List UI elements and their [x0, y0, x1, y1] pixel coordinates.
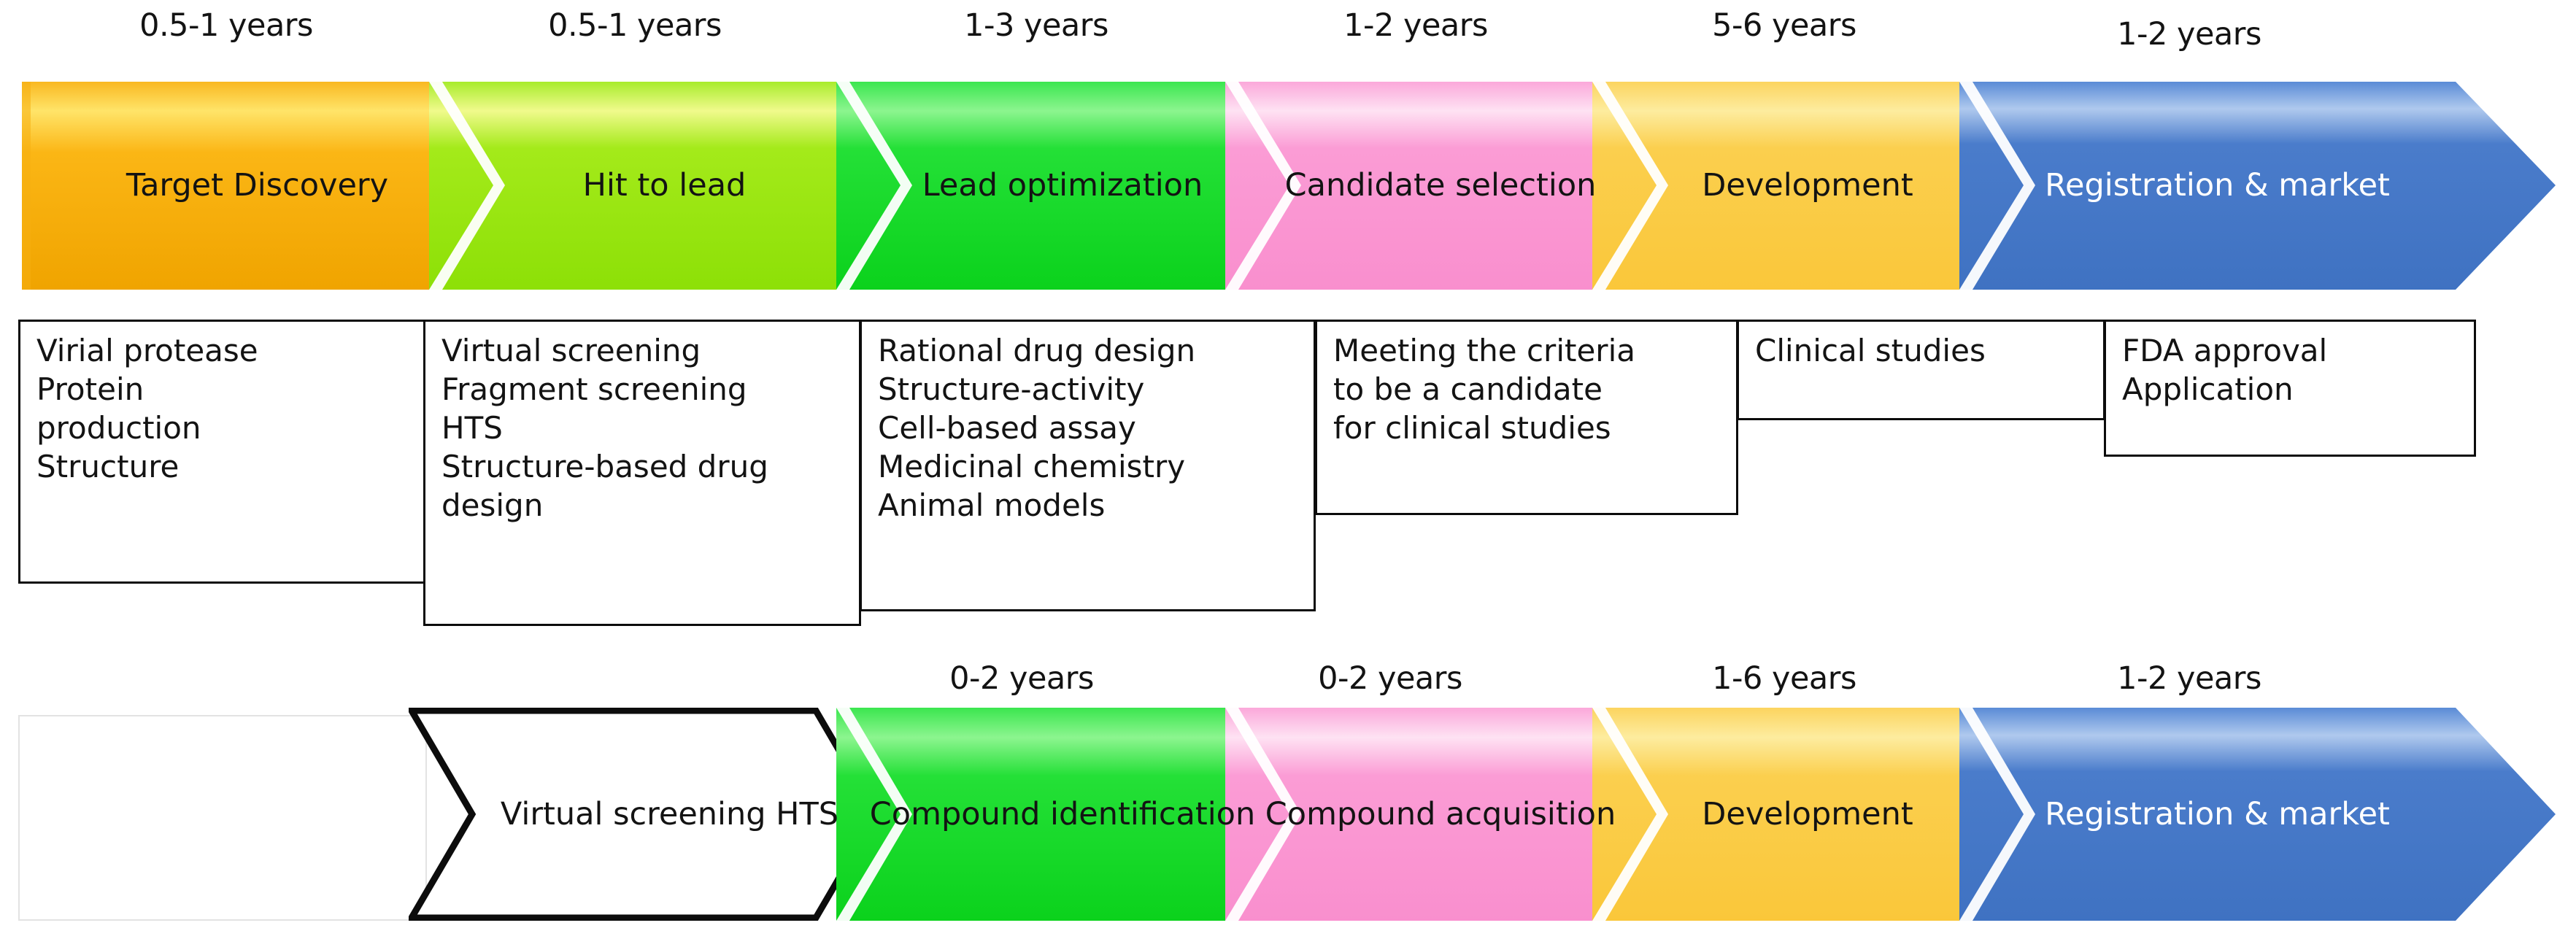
chevron-label: Compound identification — [869, 795, 1256, 832]
duration-label-bottom-4: 1-6 years — [1712, 660, 1856, 697]
chevron-label: Candidate selection — [1284, 167, 1597, 204]
chevron-top-development[interactable]: Development — [1592, 82, 2023, 290]
chevron-shape-green — [836, 708, 1289, 921]
duration-label-top-4: 1-2 years — [1343, 7, 1488, 44]
chevron-top-candidate-selection[interactable]: Candidate selection — [1225, 82, 1656, 290]
chevron-label: Registration & market — [2045, 795, 2390, 832]
detail-box-target-discovery: Virial protease Protein production Struc… — [18, 320, 427, 584]
chevron-bottom-compound-acquisition[interactable]: Compound acquisition — [1225, 708, 1656, 921]
chevron-bottom-development[interactable]: Development — [1592, 708, 2023, 921]
duration-label-top-3: 1-3 years — [964, 7, 1108, 44]
duration-label-top-6: 1-2 years — [2117, 16, 2261, 53]
chevron-label: Virtual screening HTS — [500, 795, 839, 832]
chevron-shape-gold — [1592, 708, 2023, 921]
detail-box-candidate-selection: Meeting the criteria to be a candidate f… — [1315, 320, 1738, 515]
duration-label-bottom-5: 1-2 years — [2117, 660, 2261, 697]
duration-label-top-5: 5-6 years — [1712, 7, 1856, 44]
chevron-shape-orange — [22, 82, 493, 290]
chevron-label: Target Discovery — [126, 167, 389, 204]
chevron-label: Development — [1702, 795, 1913, 832]
duration-label-top-2: 0.5-1 years — [548, 7, 722, 44]
detail-box-hit-to-lead: Virtual screening Fragment screening HTS… — [423, 320, 861, 626]
chevron-label: Compound acquisition — [1265, 795, 1616, 832]
chevron-label: Lead optimization — [922, 167, 1203, 204]
duration-label-top-1: 0.5-1 years — [139, 7, 313, 44]
chevron-shape-pink — [1225, 708, 1656, 921]
chevron-top-registration-market[interactable]: Registration & market — [1959, 82, 2556, 290]
chevron-shape-blue — [1959, 708, 2556, 921]
chevron-shape-pink — [1225, 82, 1656, 290]
chevron-shape-green — [836, 82, 1289, 290]
chevron-label: Development — [1702, 167, 1913, 204]
duration-label-bottom-3: 0-2 years — [1318, 660, 1462, 697]
chevron-bottom-virtual-screening[interactable]: Virtual screening HTS — [409, 708, 879, 921]
chevron-top-lead-optimization[interactable]: Lead optimization — [836, 82, 1289, 290]
chevron-bottom-registration-market[interactable]: Registration & market — [1959, 708, 2556, 921]
chevron-shape-yellow-green — [429, 82, 900, 290]
chevron-label: Hit to lead — [582, 167, 747, 204]
chevron-top-hit-to-lead[interactable]: Hit to lead — [429, 82, 900, 290]
duration-label-bottom-2: 0-2 years — [949, 660, 1094, 697]
chevron-top-target-discovery[interactable]: Target Discovery — [22, 82, 493, 290]
chevron-shape-gold — [1592, 82, 2023, 290]
detail-box-clinical-studies: Clinical studies — [1737, 320, 2105, 420]
chevron-shape-blue — [1959, 82, 2556, 290]
bottom-row-guide-rect — [18, 715, 427, 921]
detail-box-fda-approval: FDA approval Application — [2104, 320, 2476, 457]
chevron-shape-white-outline — [409, 708, 879, 921]
chevron-label: Registration & market — [2045, 167, 2390, 204]
detail-box-lead-optimization: Rational drug design Structure-activity … — [860, 320, 1316, 611]
chevron-bottom-compound-identification[interactable]: Compound identification — [836, 708, 1289, 921]
